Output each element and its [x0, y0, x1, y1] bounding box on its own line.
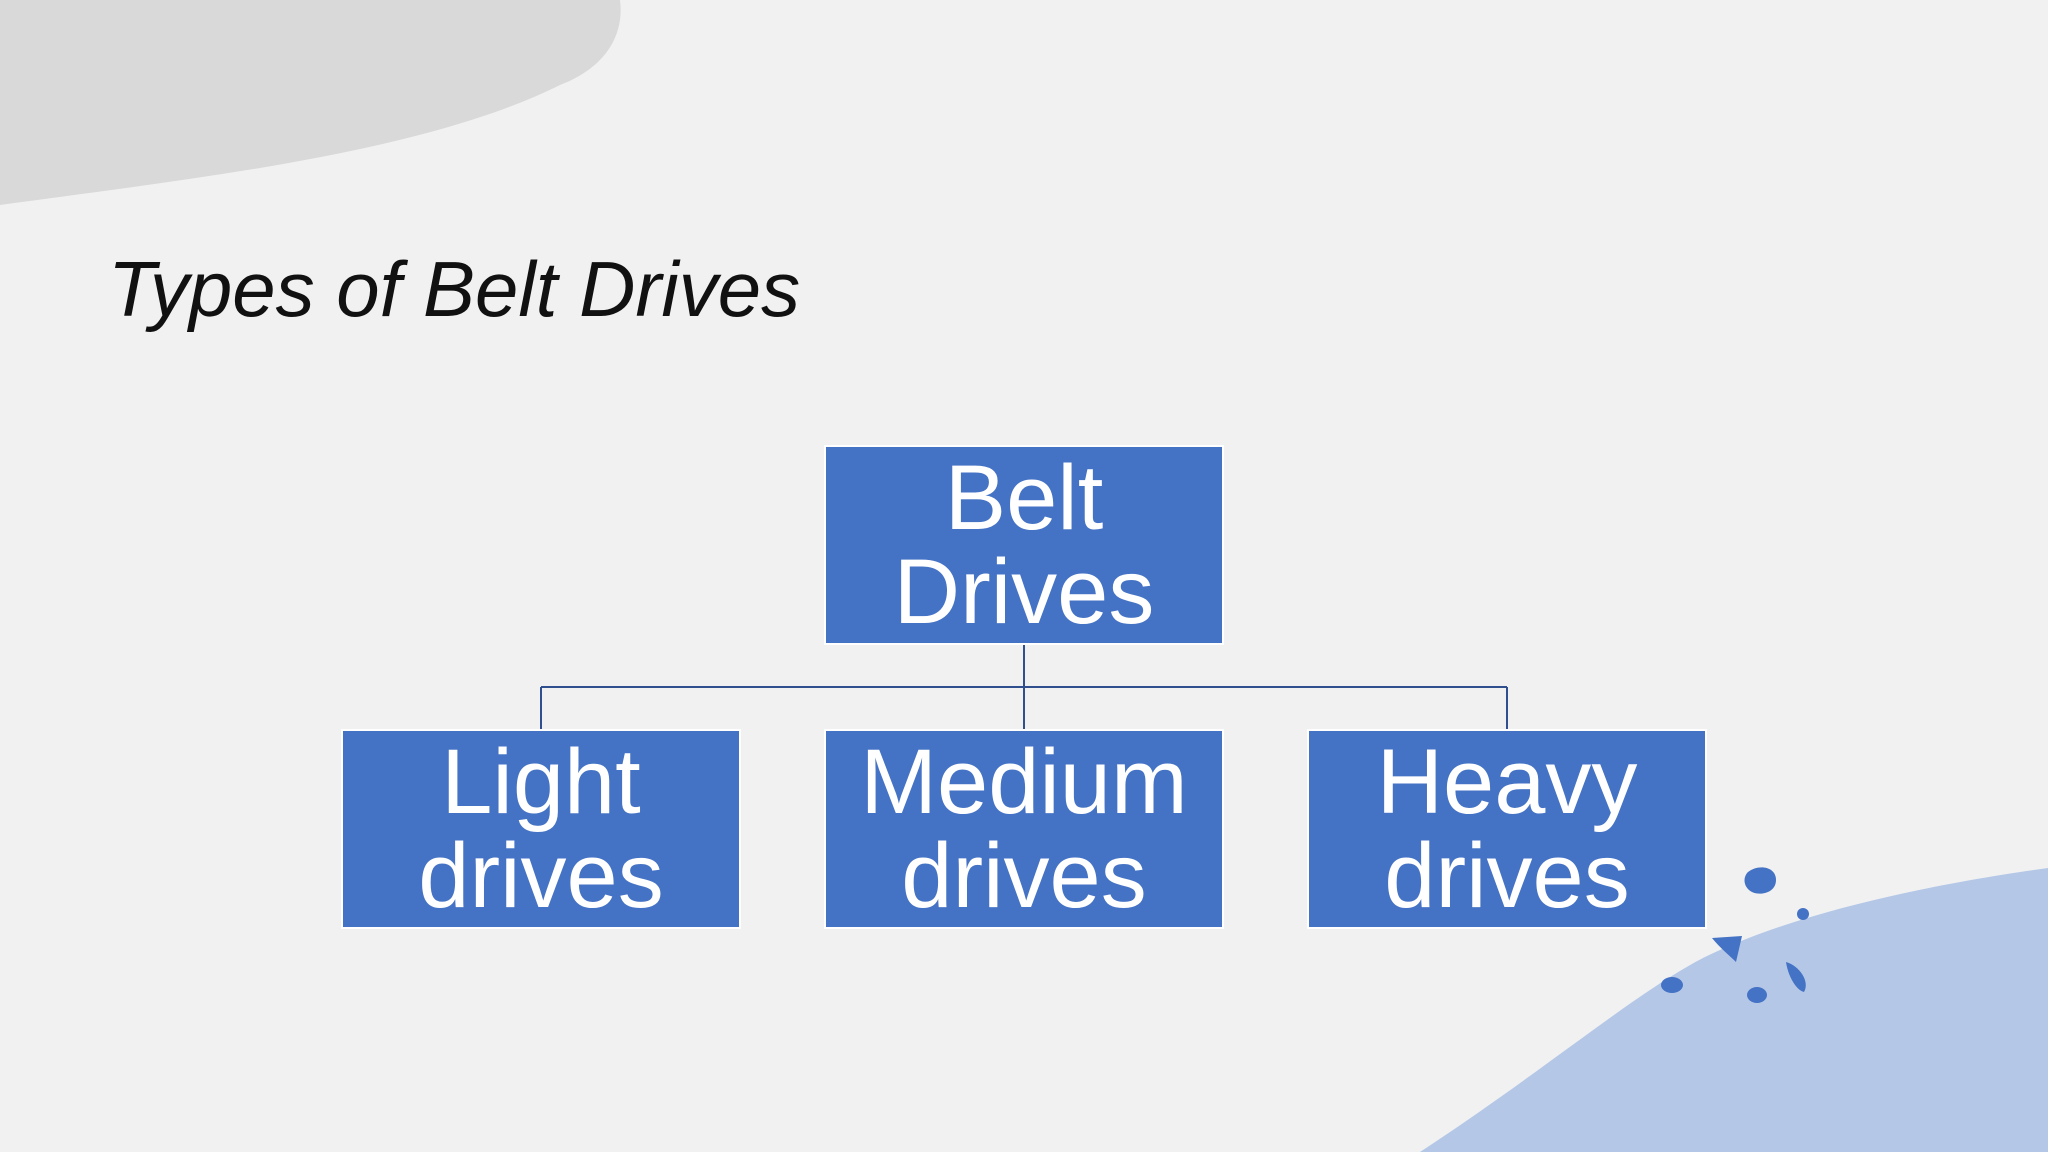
node-light-drives-label: Light drives: [418, 731, 664, 927]
node-medium-drives-label: Medium drives: [860, 731, 1188, 927]
splatter-dot: [1797, 908, 1809, 920]
splatter-dot: [1786, 962, 1806, 992]
splatter-dot: [1712, 936, 1742, 962]
slide-title: Types of Belt Drives: [108, 245, 801, 333]
node-heavy-drives: Heavy drives: [1307, 729, 1707, 929]
node-belt-drives: Belt Drives: [824, 445, 1224, 645]
splatter-dot: [1661, 977, 1683, 993]
node-heavy-drives-label: Heavy drives: [1376, 731, 1638, 927]
splatter-dot: [1747, 987, 1767, 1003]
node-belt-drives-label: Belt Drives: [893, 447, 1155, 643]
node-light-drives: Light drives: [341, 729, 741, 929]
splatter-dot: [1744, 867, 1776, 894]
bottom-right-blue-shape: [1420, 868, 2048, 1152]
splatter-dots: [1661, 867, 1809, 1003]
top-left-gray-shape: [0, 0, 621, 205]
node-medium-drives: Medium drives: [824, 729, 1224, 929]
